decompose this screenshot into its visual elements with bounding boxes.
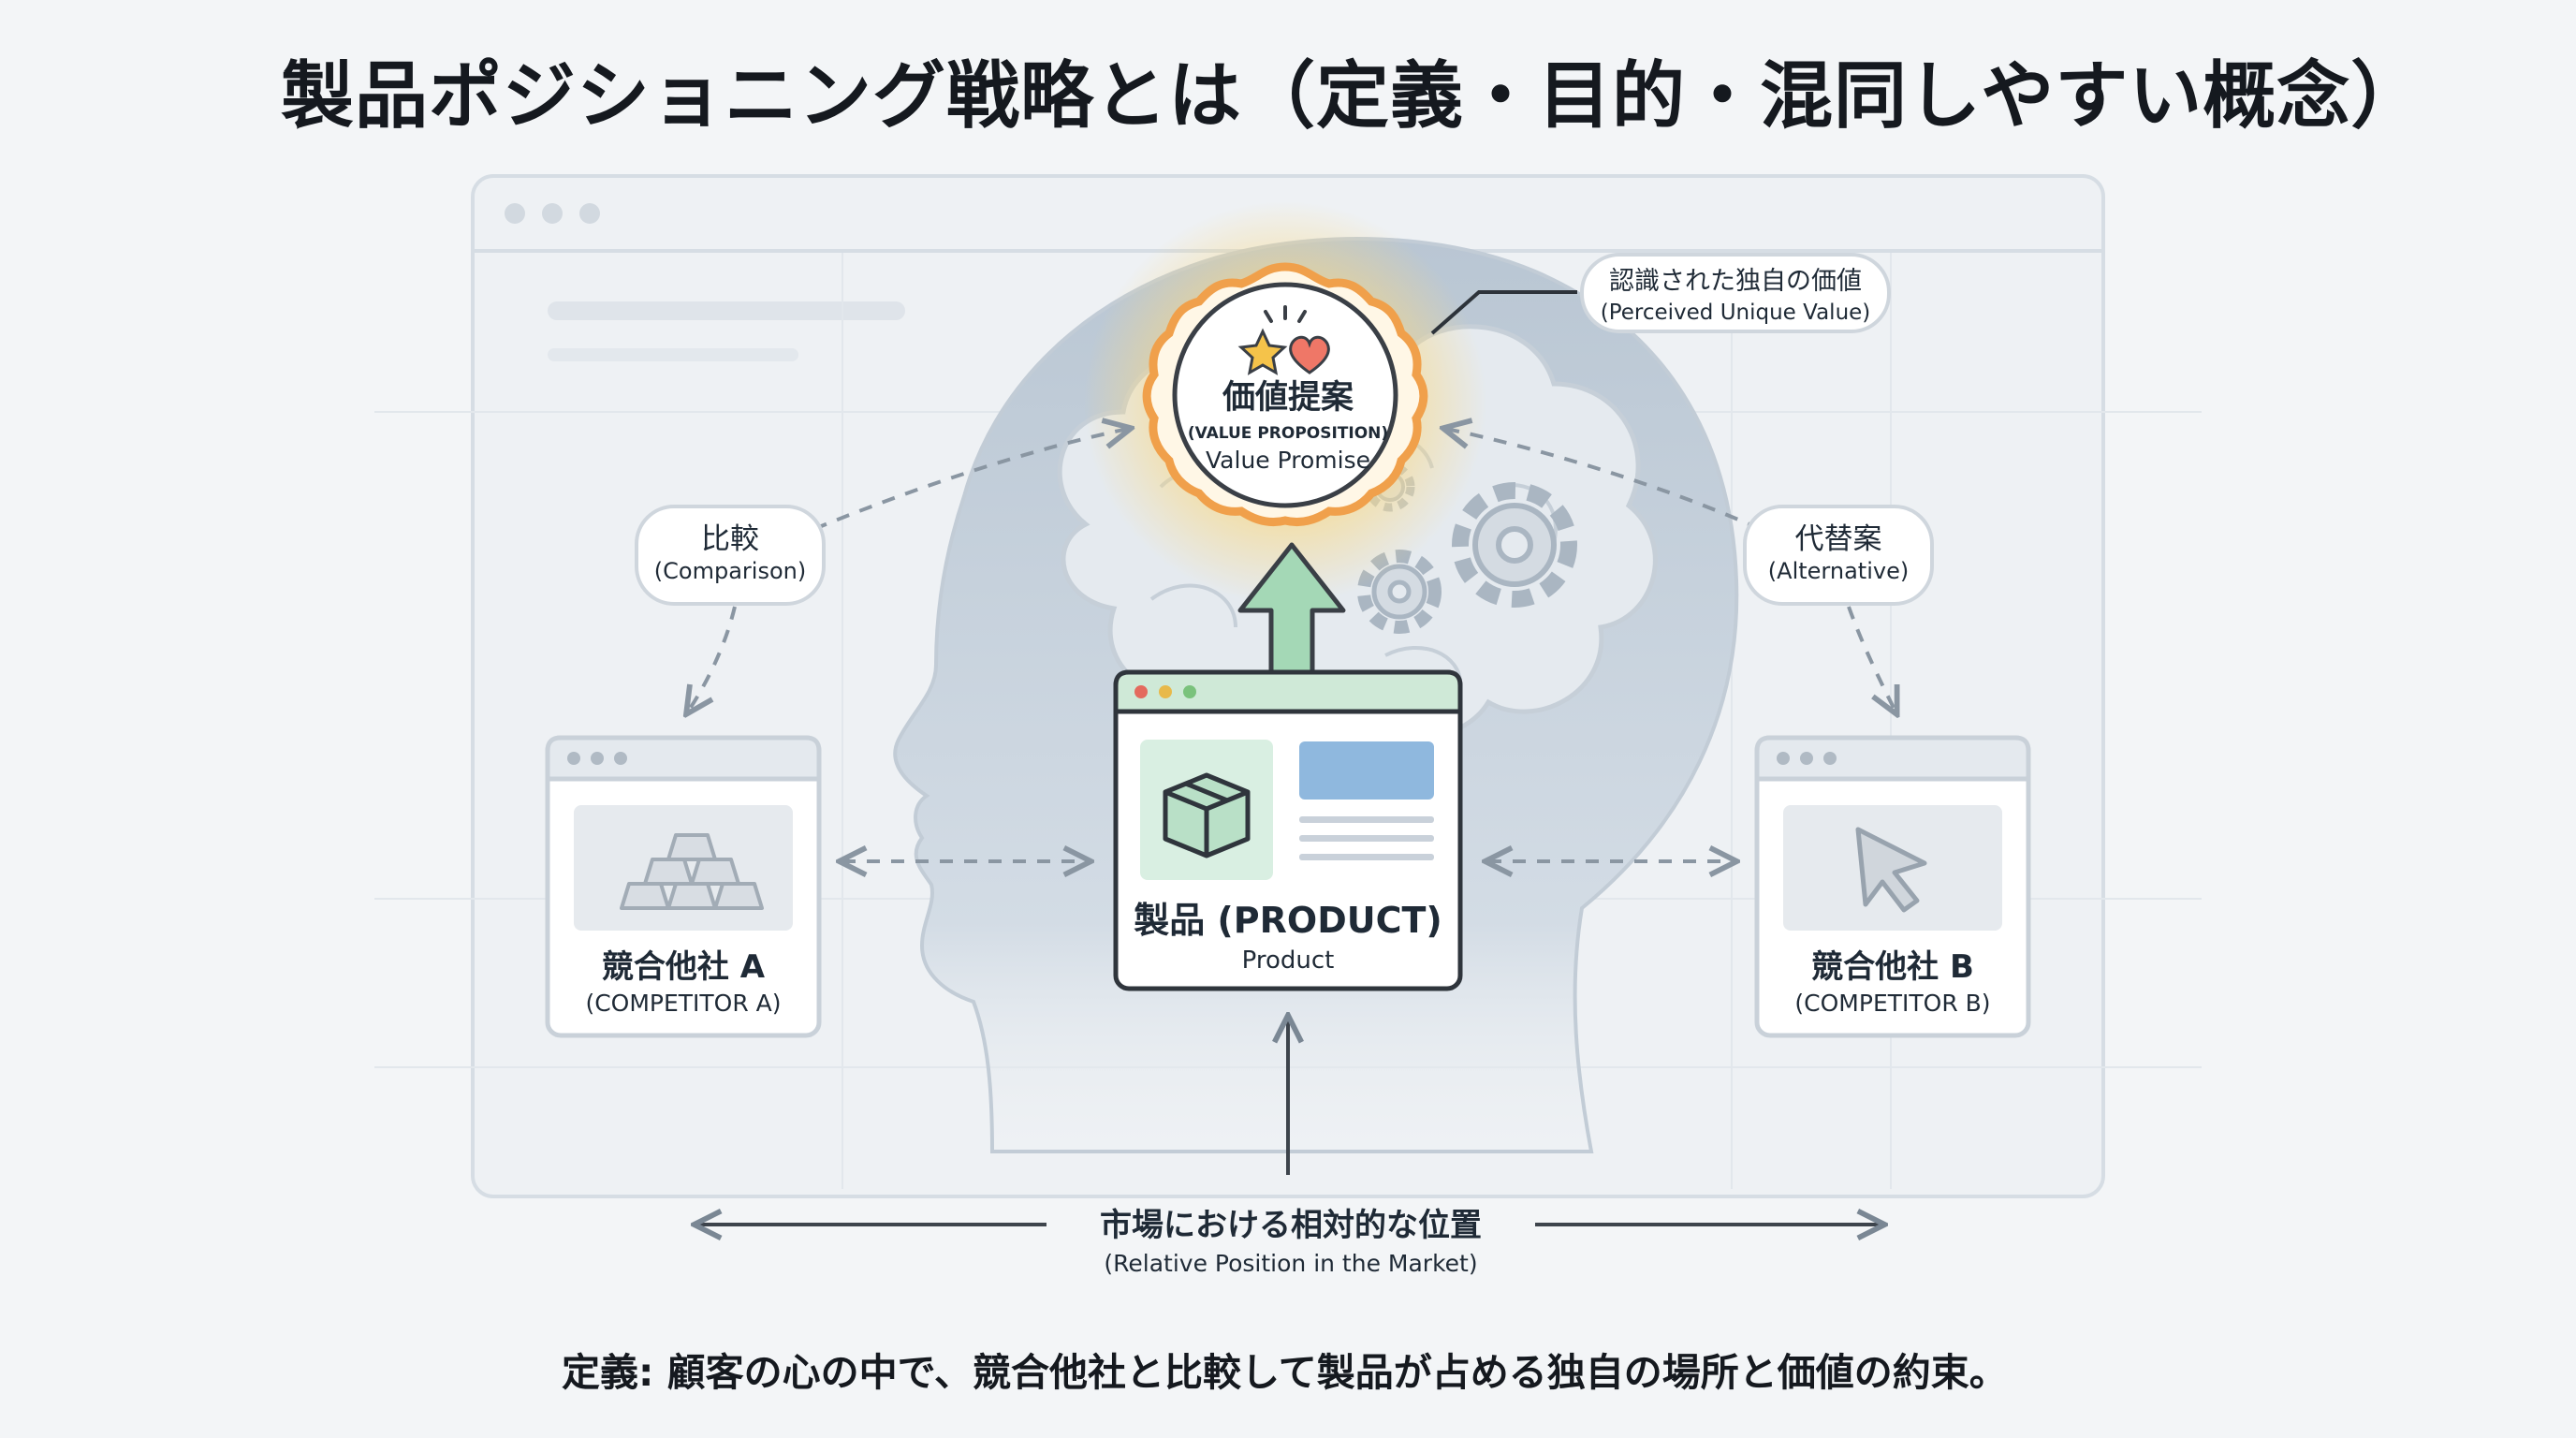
alternative-label: 代替案 (Alternative) <box>1743 505 1934 606</box>
competitor-b-card: 競合他社 B (COMPETITOR B) <box>1754 735 2031 1038</box>
competitor-a-subtitle: (COMPETITOR A) <box>585 990 781 1017</box>
value-badge-subtitle: (VALUE PROPOSITION) <box>1188 424 1388 443</box>
callout-leader-line <box>1430 290 1577 335</box>
box-icon <box>1163 772 1251 858</box>
perceived-value-callout: 認識された独自の価値 (Perceived Unique Value) <box>1580 253 1891 333</box>
gold-bars-icon <box>620 833 764 910</box>
alternative-label-en: (Alternative) <box>1768 558 1909 584</box>
product-card-title: 製品 (PRODUCT) <box>1134 900 1442 941</box>
market-axis-label-en: (Relative Position in the Market) <box>1104 1250 1477 1277</box>
gear-icon <box>1452 482 1577 608</box>
alternative-label-ja: 代替案 <box>1795 522 1882 556</box>
competitor-a-card: 競合他社 A (COMPETITOR A) <box>545 735 822 1038</box>
page-title: 製品ポジショニング戦略とは（定義・目的・混同しやすい概念） <box>281 54 2425 139</box>
definition-text: 定義: 顧客の心の中で、競合他社と比較して製品が占める独自の場所と価値の約束。 <box>562 1350 2008 1395</box>
perceived-value-label: 認識された独自の価値 <box>1609 267 1862 296</box>
comparison-label: 比較 (Comparison) <box>635 505 826 606</box>
value-badge-caption: Value Promise <box>1206 447 1370 474</box>
comparison-label-en: (Comparison) <box>654 558 806 584</box>
competitor-b-subtitle: (COMPETITOR B) <box>1794 990 1990 1017</box>
comparison-label-ja: 比較 <box>701 522 759 556</box>
value-proposition-badge: 価値提案 (VALUE PROPOSITION) Value Promise <box>1084 201 1486 604</box>
comparison-arrow <box>688 606 737 712</box>
market-axis-label: 市場における相対的な位置 <box>1100 1207 1482 1244</box>
alternative-arrow <box>1847 606 1895 712</box>
perceived-value-label-en: (Perceived Unique Value) <box>1601 301 1871 325</box>
cursor-icon <box>1855 827 1927 913</box>
heart-icon <box>1289 335 1330 374</box>
product-card-subtitle: Product <box>1242 946 1335 975</box>
competitor-b-title: 競合他社 B <box>1811 948 1974 986</box>
star-icon <box>1237 328 1288 375</box>
competitor-a-title: 競合他社 A <box>602 948 766 986</box>
product-to-value-arrow <box>1237 542 1346 675</box>
value-badge-title: 価値提案 <box>1222 379 1354 417</box>
product-card: 製品 (PRODUCT) Product <box>1113 669 1463 991</box>
